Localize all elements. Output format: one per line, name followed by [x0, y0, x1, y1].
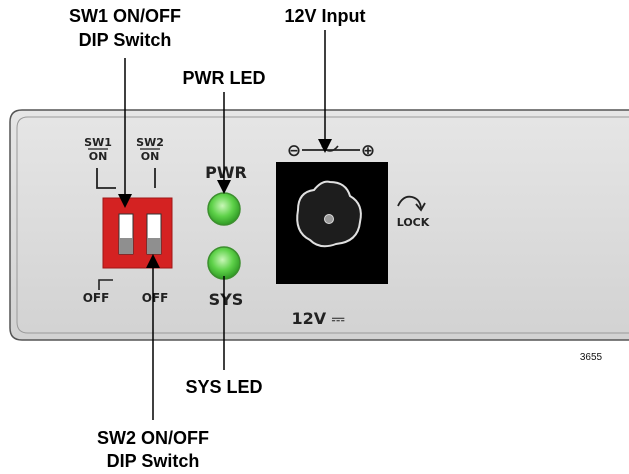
sw2-callout-line2: DIP Switch — [107, 451, 200, 471]
sys-panel-label: SYS — [209, 290, 244, 309]
sw2-toggle[interactable] — [147, 238, 161, 254]
sys-led-callout: SYS LED — [185, 377, 262, 397]
sw1-off-label: OFF — [83, 291, 110, 305]
polarity-plus-icon: ⊕ — [361, 141, 375, 161]
sw2-on-label: ON — [141, 150, 160, 163]
pwr-panel-label: PWR — [205, 163, 247, 182]
sw2-callout-line1: SW2 ON/OFF — [97, 428, 209, 448]
figure-number: 3655 — [580, 352, 603, 363]
sw1-callout-line2: DIP Switch — [79, 30, 172, 50]
pwr-led — [207, 192, 241, 226]
sw2-label: SW2 — [136, 136, 164, 149]
power-input-arrowhead — [318, 139, 332, 153]
pwr-led-arrowhead — [217, 180, 231, 194]
curved-arrow-icon — [397, 195, 422, 209]
polarity-minus-icon: ⊖ — [287, 141, 301, 161]
sw2-off-label: OFF — [142, 291, 169, 305]
sw1-on-bracket — [96, 168, 116, 189]
panel-inner-edge — [16, 116, 629, 334]
power-input-callout: 12V Input — [284, 6, 365, 26]
sw1-arrowhead — [118, 194, 132, 208]
pwr-led-callout: PWR LED — [183, 68, 266, 88]
sys-led — [207, 246, 241, 280]
power-jack-socket[interactable] — [296, 180, 362, 248]
lock-label: LOCK — [397, 216, 430, 229]
curved-arrow-head-icon — [415, 202, 426, 212]
power-jack-pin — [324, 214, 334, 224]
sw1-toggle[interactable] — [119, 238, 133, 254]
dip-switch-block — [102, 197, 173, 269]
sw2-arrowhead — [146, 254, 160, 268]
sw1-on-label: ON — [89, 150, 108, 163]
sw1-label: SW1 — [84, 136, 112, 149]
sw1-off-bracket — [98, 279, 113, 290]
voltage-label: 12V ⎓ — [292, 309, 345, 328]
sw1-callout-line1: SW1 ON/OFF — [69, 6, 181, 26]
